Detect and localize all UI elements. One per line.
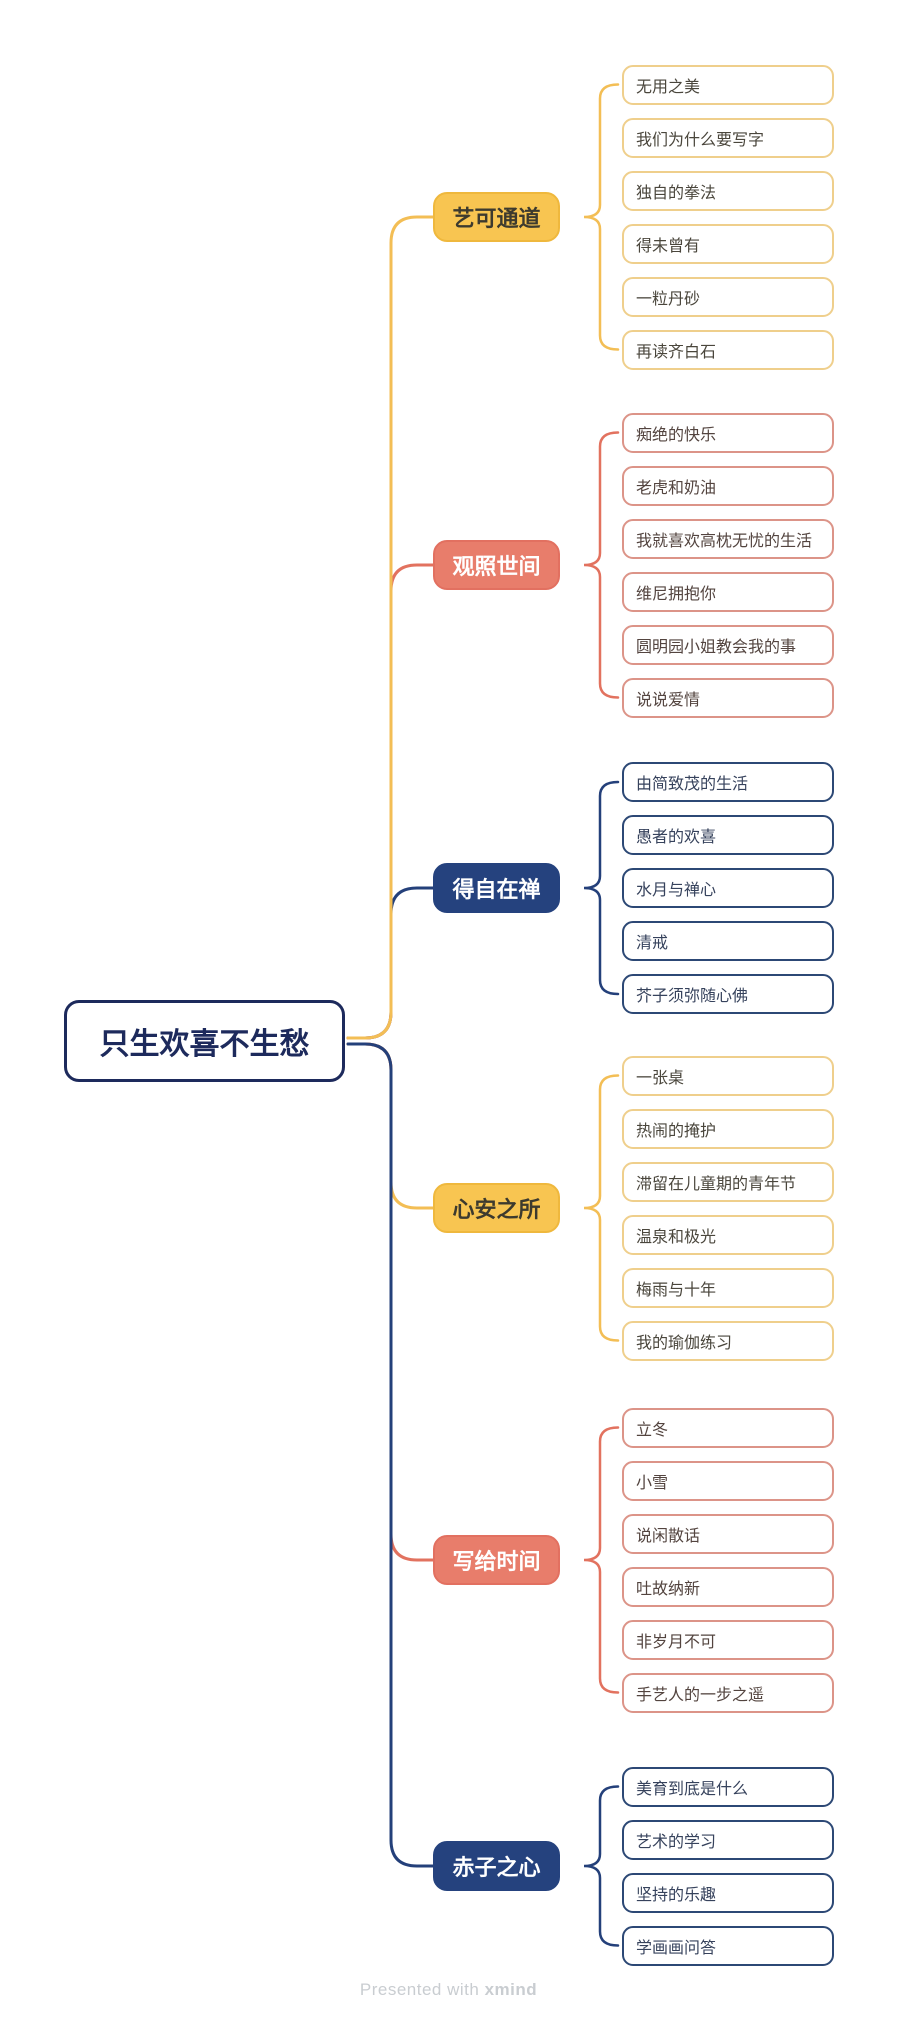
- connector-path: [346, 886, 435, 1040]
- child-topic[interactable]: 水月与禅心: [622, 868, 834, 908]
- child-topic[interactable]: 痴绝的快乐: [622, 412, 834, 453]
- child-topic[interactable]: 艺术的学习: [622, 1819, 834, 1860]
- child-topic[interactable]: 手艺人的一步之遥: [622, 1672, 834, 1713]
- child-topic[interactable]: 热闹的掩护: [622, 1108, 834, 1149]
- connector-path: [583, 1785, 620, 1947]
- branch-topic-6[interactable]: 赤子之心: [433, 1841, 560, 1891]
- child-topic[interactable]: 清戒: [622, 921, 834, 961]
- connector-path: [583, 431, 620, 699]
- child-topic[interactable]: 说说爱情: [622, 677, 834, 718]
- child-topic[interactable]: 坚持的乐趣: [622, 1872, 834, 1913]
- child-topic[interactable]: 无用之美: [622, 64, 834, 105]
- child-topic[interactable]: 学画画问答: [622, 1925, 834, 1966]
- branch-topic-2[interactable]: 观照世间: [433, 540, 560, 590]
- child-topic[interactable]: 美育到底是什么: [622, 1766, 834, 1807]
- connector-path: [583, 1426, 620, 1694]
- child-topic[interactable]: 独自的拳法: [622, 170, 834, 211]
- child-topic[interactable]: 说闲散话: [622, 1513, 834, 1554]
- child-topic[interactable]: 非岁月不可: [622, 1619, 834, 1660]
- child-topic[interactable]: 由简致茂的生活: [622, 762, 834, 802]
- connector-path: [583, 1074, 620, 1342]
- child-topic[interactable]: 再读齐白石: [622, 329, 834, 370]
- child-topic[interactable]: 芥子须弥随心佛: [622, 974, 834, 1014]
- branch-topic-4[interactable]: 心安之所: [433, 1183, 560, 1233]
- central-topic[interactable]: 只生欢喜不生愁: [64, 1000, 345, 1082]
- child-topic[interactable]: 滞留在儿童期的青年节: [622, 1161, 834, 1202]
- branch-topic-1[interactable]: 艺可通道: [433, 192, 560, 242]
- xmind-watermark: Presented with xmind: [0, 1980, 897, 2000]
- child-topic[interactable]: 维尼拥抱你: [622, 571, 834, 612]
- connector-path: [583, 780, 620, 996]
- connector-path: [346, 1042, 435, 1868]
- child-topic[interactable]: 温泉和极光: [622, 1214, 834, 1255]
- connector-path: [346, 215, 435, 1040]
- child-topic[interactable]: 愚者的欢喜: [622, 815, 834, 855]
- connector-path: [346, 1042, 435, 1562]
- child-topic[interactable]: 吐故纳新: [622, 1566, 834, 1607]
- connector-path: [346, 1042, 435, 1210]
- child-topic[interactable]: 老虎和奶油: [622, 465, 834, 506]
- child-topic[interactable]: 梅雨与十年: [622, 1267, 834, 1308]
- child-topic[interactable]: 得未曾有: [622, 223, 834, 264]
- xmind-logo-text: xmind: [484, 1980, 538, 1999]
- child-topic[interactable]: 我们为什么要写字: [622, 117, 834, 158]
- child-topic[interactable]: 圆明园小姐教会我的事: [622, 624, 834, 665]
- connector-path: [583, 83, 620, 351]
- connector-path: [346, 563, 435, 1040]
- child-topic[interactable]: 我就喜欢高枕无忧的生活: [622, 518, 834, 559]
- child-topic[interactable]: 一粒丹砂: [622, 276, 834, 317]
- branch-topic-5[interactable]: 写给时间: [433, 1535, 560, 1585]
- child-topic[interactable]: 我的瑜伽练习: [622, 1320, 834, 1361]
- child-topic[interactable]: 立冬: [622, 1407, 834, 1448]
- branch-topic-3[interactable]: 得自在禅: [433, 863, 560, 913]
- child-topic[interactable]: 小雪: [622, 1460, 834, 1501]
- child-topic[interactable]: 一张桌: [622, 1055, 834, 1096]
- watermark-text: Presented with: [359, 1980, 485, 1999]
